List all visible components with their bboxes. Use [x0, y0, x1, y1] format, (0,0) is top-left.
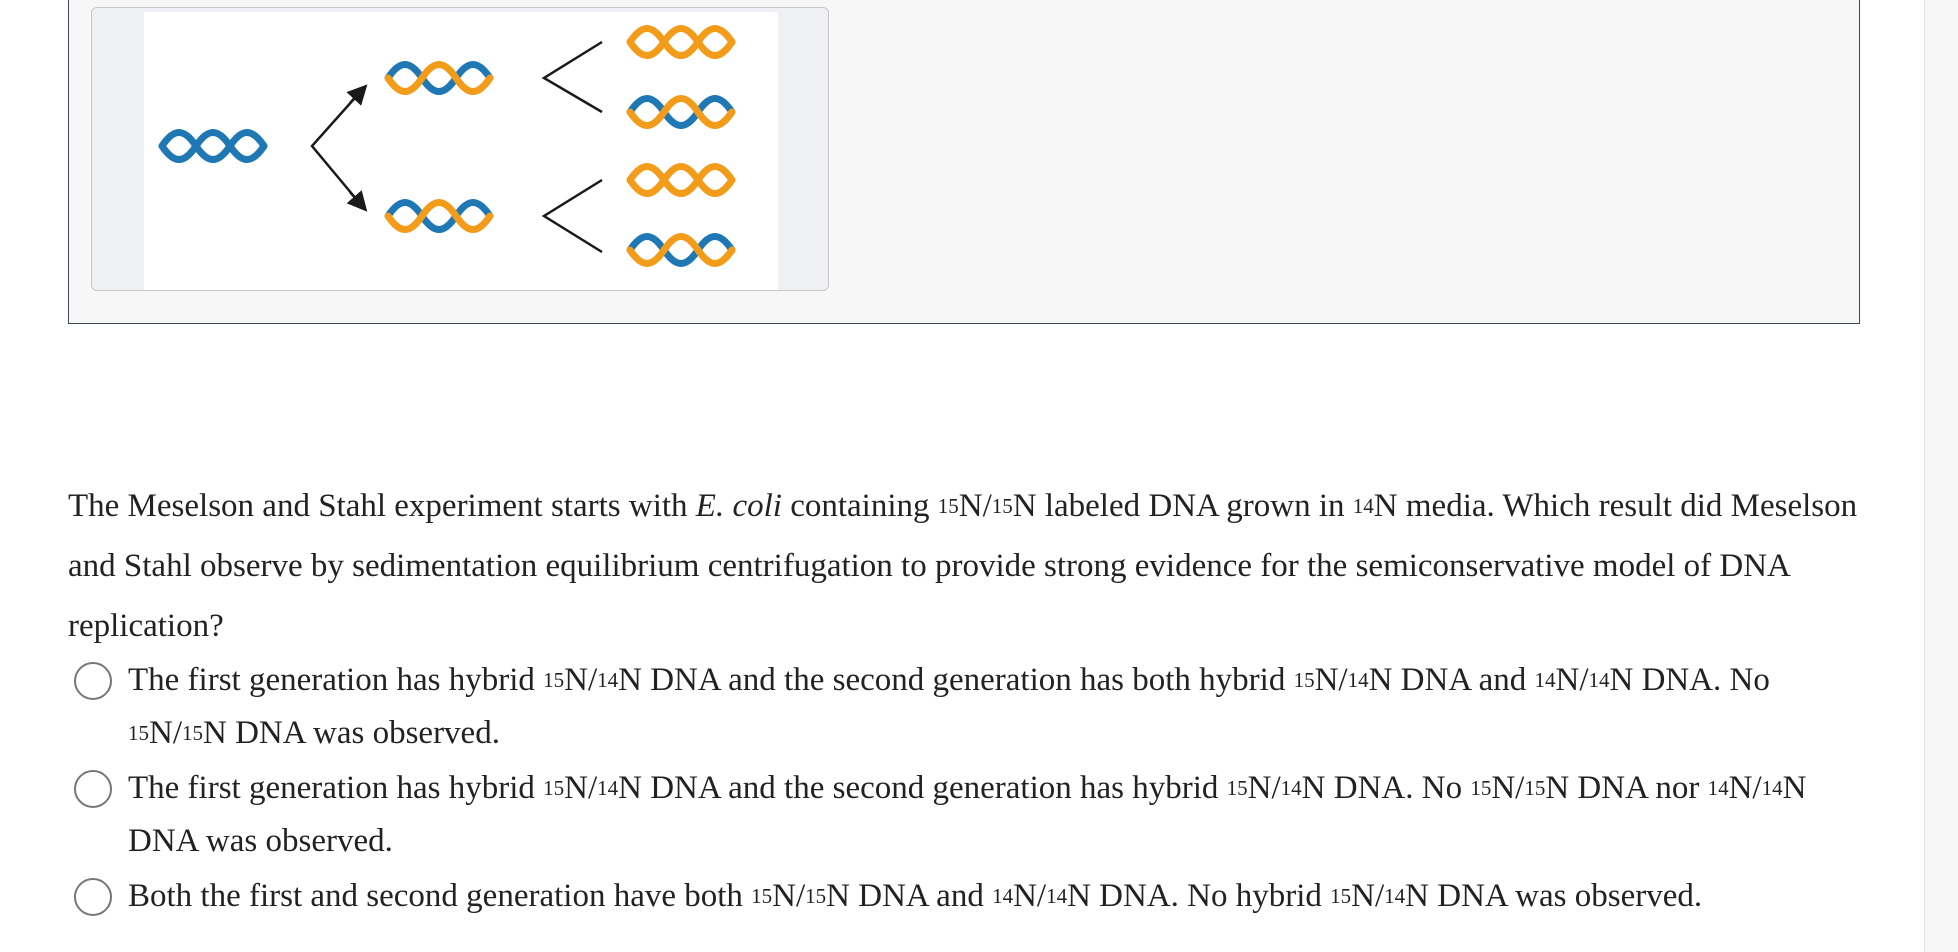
answer-option-label: The first generation has hybrid 15N/14N … — [128, 770, 1807, 859]
dna-replication-image — [91, 7, 829, 291]
dna-replication-diagram — [144, 12, 778, 290]
branch-arrows-gen2-top — [541, 40, 603, 114]
radio-button[interactable] — [74, 770, 112, 808]
answer-option-1[interactable]: The first generation has hybrid 15N/14N … — [74, 654, 1874, 762]
radio-button[interactable] — [74, 662, 112, 700]
page-scrollbar[interactable] — [1924, 0, 1958, 952]
organism-name: E. coli — [695, 488, 782, 524]
answer-option-label: Both the first and second generation hav… — [128, 878, 1703, 914]
branch-arrows-gen2-bottom — [541, 178, 603, 254]
radio-button[interactable] — [74, 878, 112, 916]
answer-option-2[interactable]: The first generation has hybrid 15N/14N … — [74, 762, 1874, 870]
branch-arrows-gen1 — [310, 89, 363, 207]
answer-option-3[interactable]: Both the first and second generation hav… — [74, 870, 1874, 952]
figure-panel — [68, 0, 1860, 324]
question-text: The Meselson and Stahl experiment starts… — [68, 488, 1858, 644]
answer-option-label: The first generation has hybrid 15N/14N … — [128, 662, 1770, 751]
